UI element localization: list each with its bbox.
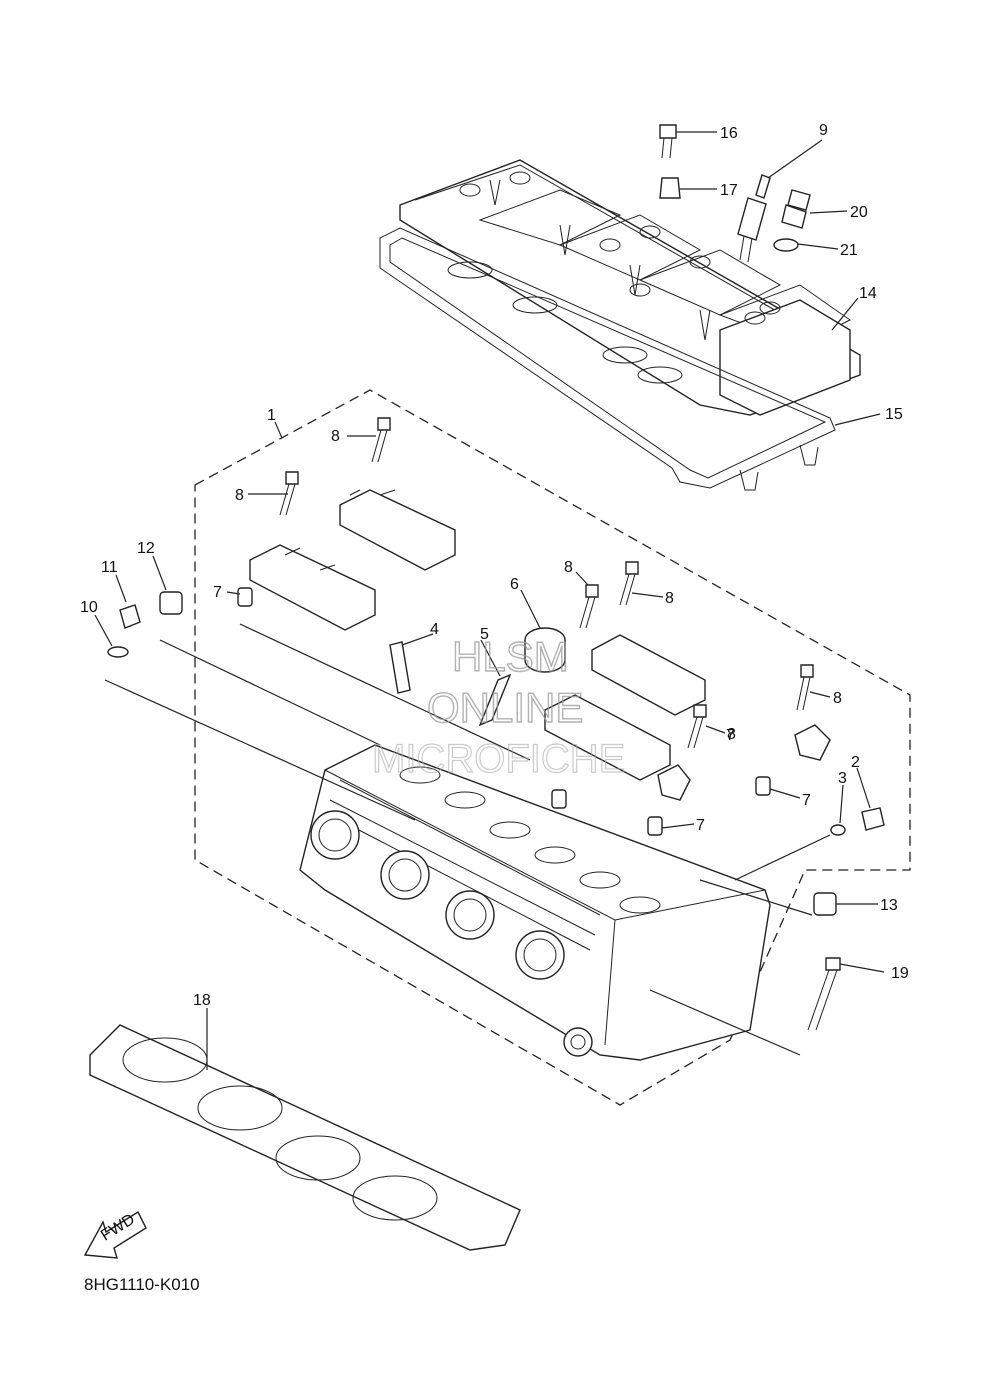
callout-14: 14	[859, 285, 877, 302]
watermark-line-2: ONLINE	[427, 684, 583, 731]
camshaft-cap-right-b	[544, 694, 671, 781]
callout-4: 4	[430, 621, 439, 638]
stud-bolt-19	[807, 957, 841, 1031]
fwd-arrow-icon: FWD	[83, 1211, 147, 1259]
valve-cover-gasket	[379, 227, 836, 491]
watermark-line-1: HLSM	[452, 633, 569, 680]
cap-nut-11	[119, 604, 141, 629]
callout-7-mid: 7	[726, 727, 735, 744]
callout-7-lower: 7	[696, 817, 705, 834]
valve-cover	[399, 159, 861, 416]
callout-19: 19	[891, 965, 909, 982]
callout-18: 18	[193, 992, 211, 1009]
callout-7-right: 7	[802, 792, 811, 809]
plug-13	[813, 892, 837, 916]
cylinder-head	[299, 744, 771, 1061]
dowel-pins	[237, 587, 771, 836]
sensor-20	[781, 189, 811, 229]
callout-8-top: 8	[331, 428, 340, 445]
cover-grommet-17	[659, 177, 681, 199]
callout-16: 16	[720, 125, 738, 142]
watermark-line-3: MICROFICHE	[372, 737, 625, 781]
cap-bolts	[279, 417, 814, 749]
callout-15: 15	[885, 406, 903, 423]
bolt-2	[861, 807, 885, 831]
callout-1: 1	[267, 407, 276, 424]
callout-17: 17	[720, 182, 738, 199]
callout-8-right-b: 8	[727, 726, 736, 743]
leader-lines	[94, 131, 885, 1070]
camshaft-cap-right-a	[591, 634, 706, 716]
watermark: HLSM ONLINE MICROFICHE	[371, 632, 626, 781]
callout-8-center-a: 8	[564, 559, 573, 576]
callout-3: 3	[838, 770, 847, 787]
plug-12	[159, 591, 183, 615]
callout-11: 11	[101, 559, 118, 576]
cap-6	[524, 627, 566, 673]
callout-8-left: 8	[235, 487, 244, 504]
o-ring-21	[773, 238, 799, 252]
callout-6: 6	[510, 576, 519, 593]
head-gasket	[89, 1024, 521, 1251]
callout-2: 2	[851, 754, 860, 771]
part-5	[478, 673, 512, 727]
cover-bolt-16	[659, 124, 677, 159]
part-code: 8HG1110-K010	[84, 1275, 200, 1294]
callout-8-right-a: 8	[833, 690, 842, 707]
callout-21: 21	[840, 242, 858, 259]
camshaft-cap-right-c	[657, 724, 831, 801]
washer-3	[830, 824, 846, 836]
callout-8-center-b: 8	[665, 590, 674, 607]
callout-10: 10	[80, 599, 98, 616]
callout-labels: 1 2 3 4 5 6 7 7 7 7 8 8 8 8 8 8 8 9 10 1…	[80, 122, 909, 1009]
callout-20: 20	[850, 204, 868, 221]
callout-7-left: 7	[213, 584, 222, 601]
callout-9: 9	[819, 122, 828, 139]
callout-5: 5	[480, 626, 489, 643]
callout-12: 12	[137, 540, 155, 557]
washer-10	[107, 646, 129, 658]
assembly-boundary	[194, 389, 911, 1106]
callout-13: 13	[880, 897, 898, 914]
camshaft-cap-upper	[339, 489, 456, 571]
valve-guide-4	[389, 641, 411, 694]
spark-plug-9	[737, 174, 771, 263]
camshaft-cap-left	[249, 544, 376, 631]
